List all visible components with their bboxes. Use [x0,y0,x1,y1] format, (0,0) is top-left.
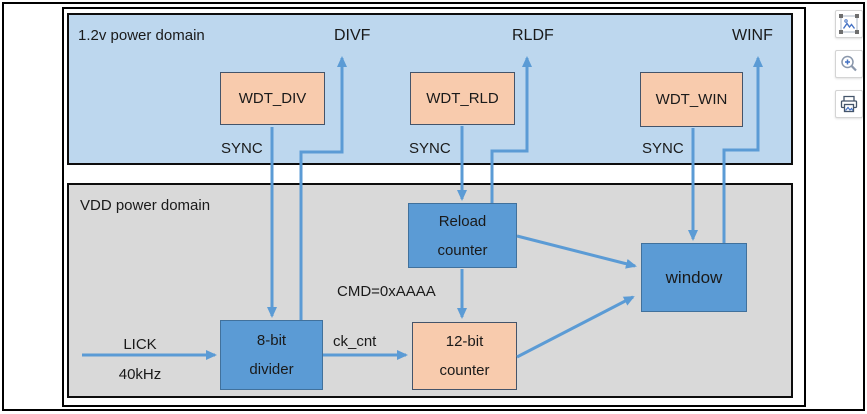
cmd-label: CMD=0xAAAA [337,283,436,300]
divider-block: 8-bit divider [220,320,323,390]
wdt-win-register: WDT_WIN [640,72,743,127]
view-image-button[interactable] [835,10,863,38]
zoom-in-button[interactable] [835,50,863,78]
sync-label-win: SYNC [642,140,684,157]
wdt-rld-label: WDT_RLD [426,90,499,107]
print-icon [840,95,858,113]
zoom-in-icon [841,55,857,72]
image-icon [839,14,859,34]
flag-divf: DIVF [334,27,371,44]
flag-rldf: RLDF [512,27,554,44]
wdt-div-register: WDT_DIV [220,72,325,125]
ck-cnt-label: ck_cnt [333,333,377,350]
counter-12bit-line2: counter [439,362,490,379]
sync-label-div: SYNC [221,140,263,157]
wdt-div-label: WDT_DIV [238,90,307,107]
reload-counter-line1: Reload [438,212,487,230]
window-label: window [665,268,723,287]
print-button[interactable] [835,90,863,118]
lick-clock-label: LICK 40kHz [95,330,185,390]
window-block: window [641,243,747,312]
domain-1v2-label: 1.2v power domain [78,27,205,44]
flag-winf: WINF [732,27,773,44]
divider-line1: 8-bit [256,332,287,349]
wdt-rld-register: WDT_RLD [410,72,515,125]
counter-12bit-block: 12-bit counter [412,322,517,390]
counter-12bit-line1: 12-bit [445,333,484,350]
lick-frequency: 40kHz [118,366,162,383]
divider-line2: divider [249,361,294,378]
wdt-win-label: WDT_WIN [655,91,728,108]
domain-vdd-label: VDD power domain [80,197,211,214]
reload-counter-line2: counter [437,241,488,259]
reload-counter-block: Reload counter [408,203,517,268]
lick-name: LICK [123,336,157,353]
sync-label-rld: SYNC [409,140,451,157]
